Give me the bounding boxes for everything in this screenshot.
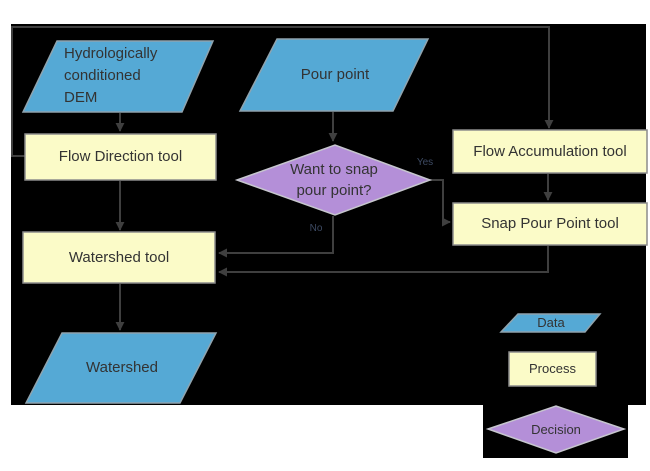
node-snap-pour-point-shape — [452, 202, 648, 246]
edge-decision-yes-to-snap-pour-point — [430, 179, 451, 227]
edge-snap-pour-point-to-watershed-tool — [218, 246, 549, 277]
edge-flow-direction-to-flow-accumulation — [11, 26, 554, 157]
node-decision-shape — [234, 144, 433, 216]
edge-decision-no-to-watershed-tool — [218, 216, 334, 258]
node-flow-direction-shape — [24, 133, 217, 181]
legend-data-shape — [499, 313, 602, 333]
node-watershed-tool-shape — [22, 231, 216, 284]
legend-process-shape — [508, 351, 597, 387]
node-watershed-shape — [24, 332, 218, 404]
node-pour-point-shape — [238, 38, 430, 112]
legend-decision-shape — [485, 405, 627, 454]
node-dem-shape — [21, 40, 215, 113]
node-flow-accumulation-shape — [452, 129, 648, 174]
